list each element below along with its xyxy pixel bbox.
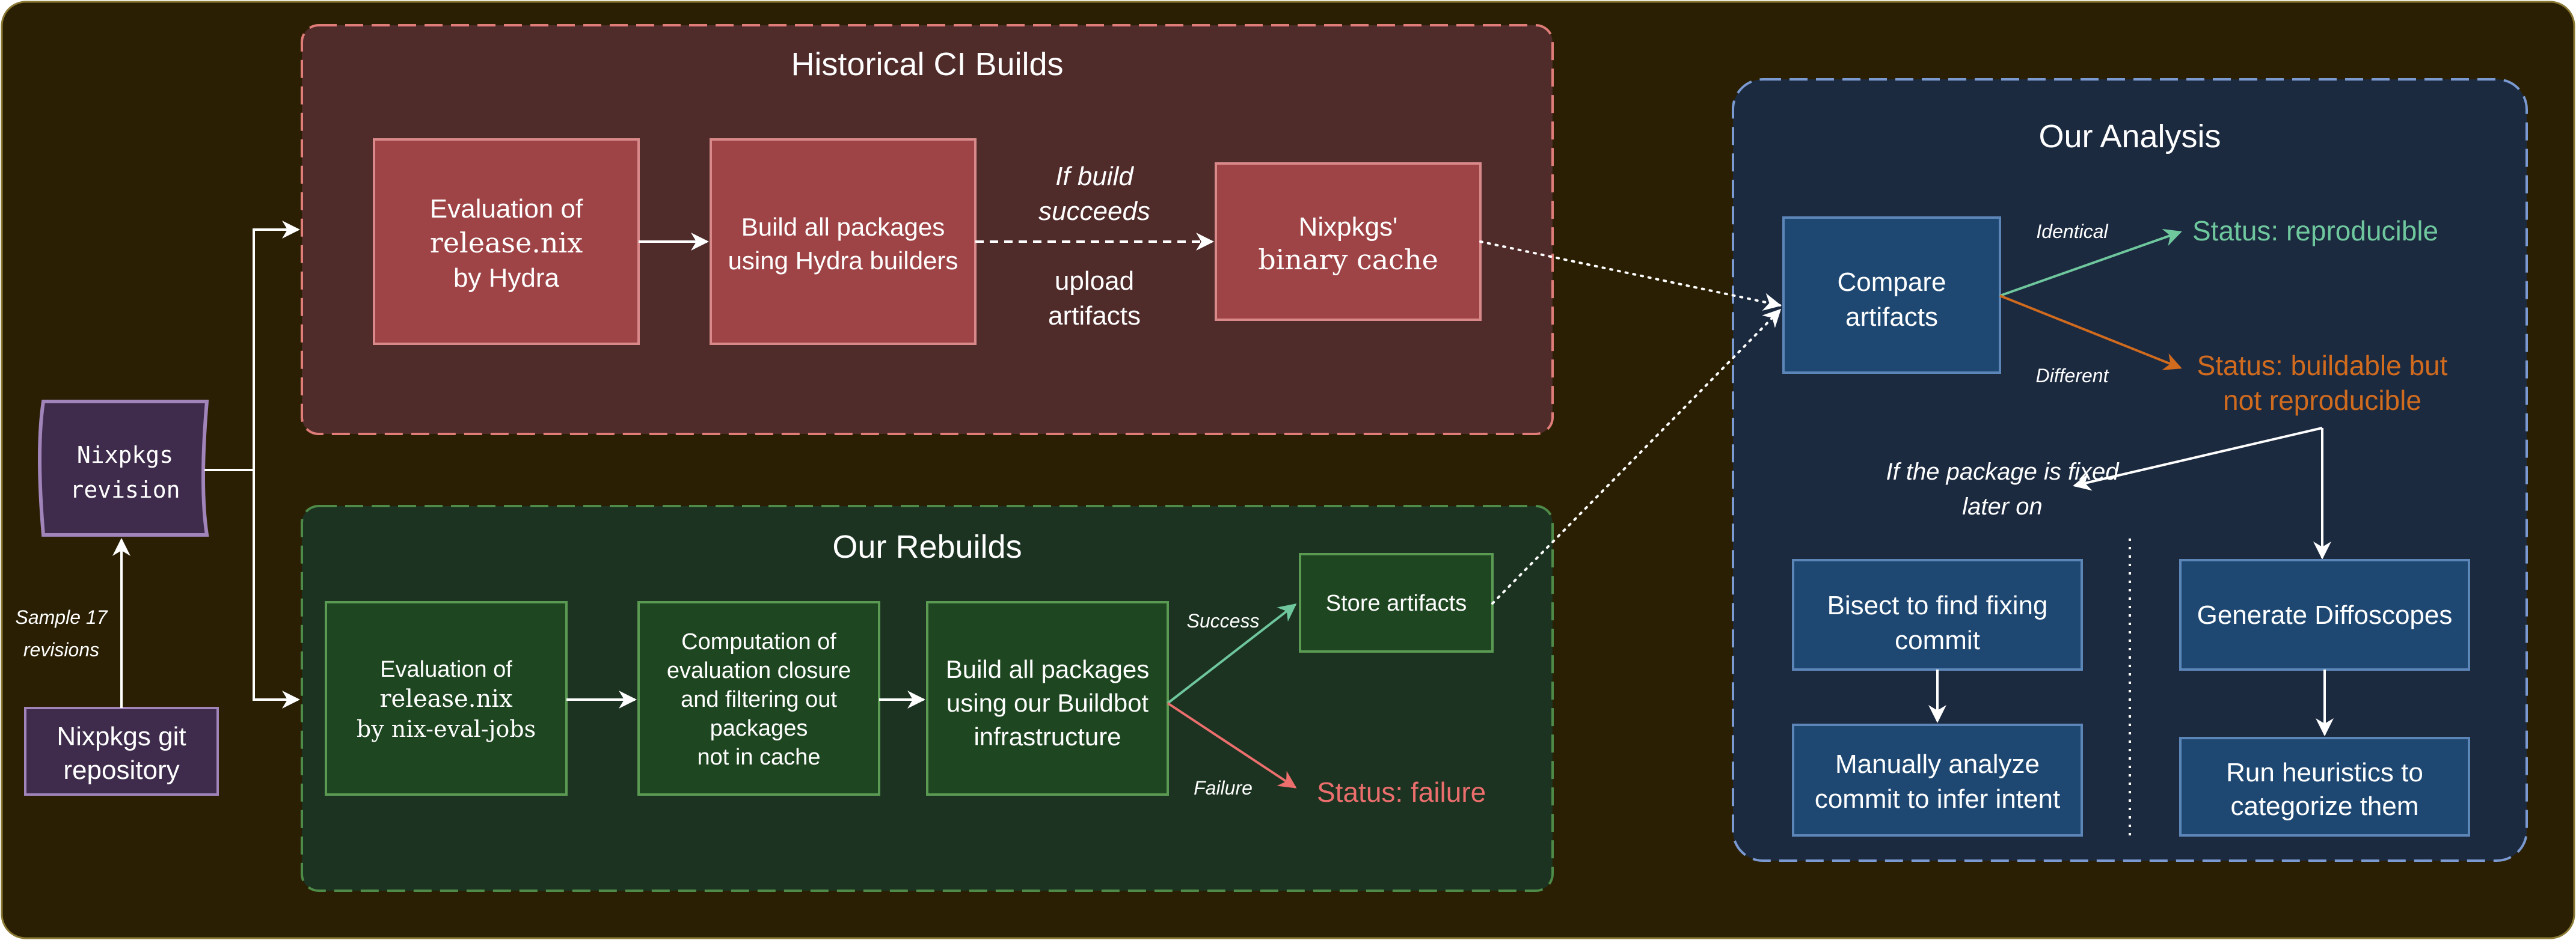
sample-label-2: revisions: [23, 639, 99, 661]
svg-text:Computation of: Computation of: [681, 629, 836, 655]
bisect-box: Bisect to find fixing commit: [1792, 559, 2083, 671]
svg-text:Compare: Compare: [1838, 267, 1946, 297]
to-fixed-later-arrow: [2073, 427, 2323, 491]
diffoscopes-box: Generate Diffoscopes: [2179, 559, 2470, 671]
svg-text:Bisect to find fixing: Bisect to find fixing: [1827, 591, 2048, 620]
failure-label: Failure: [1194, 777, 1253, 799]
svg-text:infrastructure: infrastructure: [974, 722, 1121, 751]
hydra-build-box: Build all packages using Hydra builders: [710, 138, 977, 345]
svg-text:commit: commit: [1895, 626, 1980, 655]
analysis-panel: Our Analysis Compare artifacts Identical…: [1732, 78, 2528, 862]
not-reproducible-status-2: not reproducible: [2223, 385, 2421, 416]
svg-text:by Hydra: by Hydra: [453, 263, 560, 293]
upload-action-label-2: artifacts: [1048, 301, 1141, 331]
svg-text:packages: packages: [710, 716, 808, 741]
svg-text:binary cache: binary cache: [1258, 243, 1438, 276]
svg-text:Evaluation of: Evaluation of: [430, 194, 583, 224]
rebuilds-title: Our Rebuilds: [832, 529, 1022, 565]
buildbot-build-box: Build all packages using our Buildbot in…: [926, 601, 1169, 796]
svg-text:Run heuristics to: Run heuristics to: [2226, 758, 2423, 787]
svg-text:not in cache: not in cache: [698, 745, 821, 770]
fixed-later-label-2: later on: [1962, 493, 2042, 520]
nixpkgs-repo-box: Nixpkgs git repository: [24, 707, 219, 796]
compare-artifacts-box: Compare artifacts: [1782, 216, 2001, 374]
manual-analysis-box: Manually analyze commit to infer intent: [1792, 724, 2083, 837]
failure-arrow: [1167, 702, 1297, 789]
svg-text:revision: revision: [70, 477, 180, 503]
svg-text:Nixpkgs git: Nixpkgs git: [57, 722, 186, 751]
svg-text:evaluation closure: evaluation closure: [667, 658, 851, 683]
nix-eval-jobs-box: Evaluation of release.nix by nix-eval-jo…: [325, 601, 568, 796]
identical-label: Identical: [2036, 221, 2108, 242]
svg-text:Nixpkgs: Nixpkgs: [77, 442, 173, 468]
identical-arrow: [1999, 228, 2182, 297]
svg-text:and filtering out: and filtering out: [681, 687, 837, 712]
svg-text:Build all packages: Build all packages: [741, 213, 945, 241]
svg-text:Nixpkgs': Nixpkgs': [1299, 212, 1398, 242]
svg-text:repository: repository: [63, 755, 179, 785]
closure-computation-box: Computation of evaluation closure and fi…: [637, 601, 880, 796]
svg-text:Store artifacts: Store artifacts: [1326, 591, 1467, 616]
revision-to-ci-arrow: [204, 221, 300, 471]
different-arrow: [1999, 294, 2182, 370]
store-artifacts-box: Store artifacts: [1299, 553, 1494, 653]
historical-ci-panel: Historical CI Builds Evaluation of relea…: [301, 24, 1554, 435]
svg-text:Evaluation of: Evaluation of: [380, 657, 512, 682]
failure-status: Status: failure: [1317, 777, 1486, 808]
svg-text:release.nix: release.nix: [430, 227, 583, 259]
analysis-title: Our Analysis: [2038, 118, 2221, 154]
sample-label: Sample 17: [16, 606, 108, 628]
svg-text:artifacts: artifacts: [1845, 302, 1938, 332]
revision-to-rebuild-arrow: [253, 470, 300, 709]
svg-text:categorize them: categorize them: [2230, 792, 2418, 821]
reproducible-status: Status: reproducible: [2192, 215, 2438, 246]
fixed-later-label: If the package is fixed: [1886, 459, 2120, 485]
svg-text:commit to infer intent: commit to infer intent: [1815, 784, 2060, 814]
rebuilds-panel: Our Rebuilds Evaluation of release.nix b…: [301, 505, 1554, 892]
success-arrow: [1167, 603, 1297, 704]
upload-condition-label-2: succeeds: [1038, 197, 1150, 226]
svg-text:using our Buildbot: using our Buildbot: [946, 689, 1149, 717]
svg-text:by nix-eval-jobs: by nix-eval-jobs: [357, 716, 536, 742]
upload-condition-label: If build: [1055, 162, 1134, 191]
heuristics-box: Run heuristics to categorize them: [2179, 737, 2470, 837]
different-label: Different: [2036, 365, 2109, 386]
success-label: Success: [1187, 610, 1260, 632]
upload-action-label: upload: [1055, 266, 1134, 296]
not-reproducible-status: Status: buildable but: [2197, 350, 2448, 381]
binary-cache-box: Nixpkgs' binary cache: [1215, 162, 1482, 321]
svg-text:Manually analyze: Manually analyze: [1835, 749, 2040, 779]
store-to-compare-connector: [1491, 308, 1782, 605]
nixpkgs-revision-node: Nixpkgs revision: [38, 400, 209, 537]
svg-text:using Hydra builders: using Hydra builders: [728, 246, 958, 275]
svg-text:release.nix: release.nix: [379, 685, 513, 713]
historical-ci-title: Historical CI Builds: [791, 46, 1063, 82]
svg-text:Generate Diffoscopes: Generate Diffoscopes: [2197, 600, 2453, 630]
hydra-evaluation-box: Evaluation of release.nix by Hydra: [373, 138, 640, 345]
svg-text:Build all packages: Build all packages: [946, 655, 1150, 683]
